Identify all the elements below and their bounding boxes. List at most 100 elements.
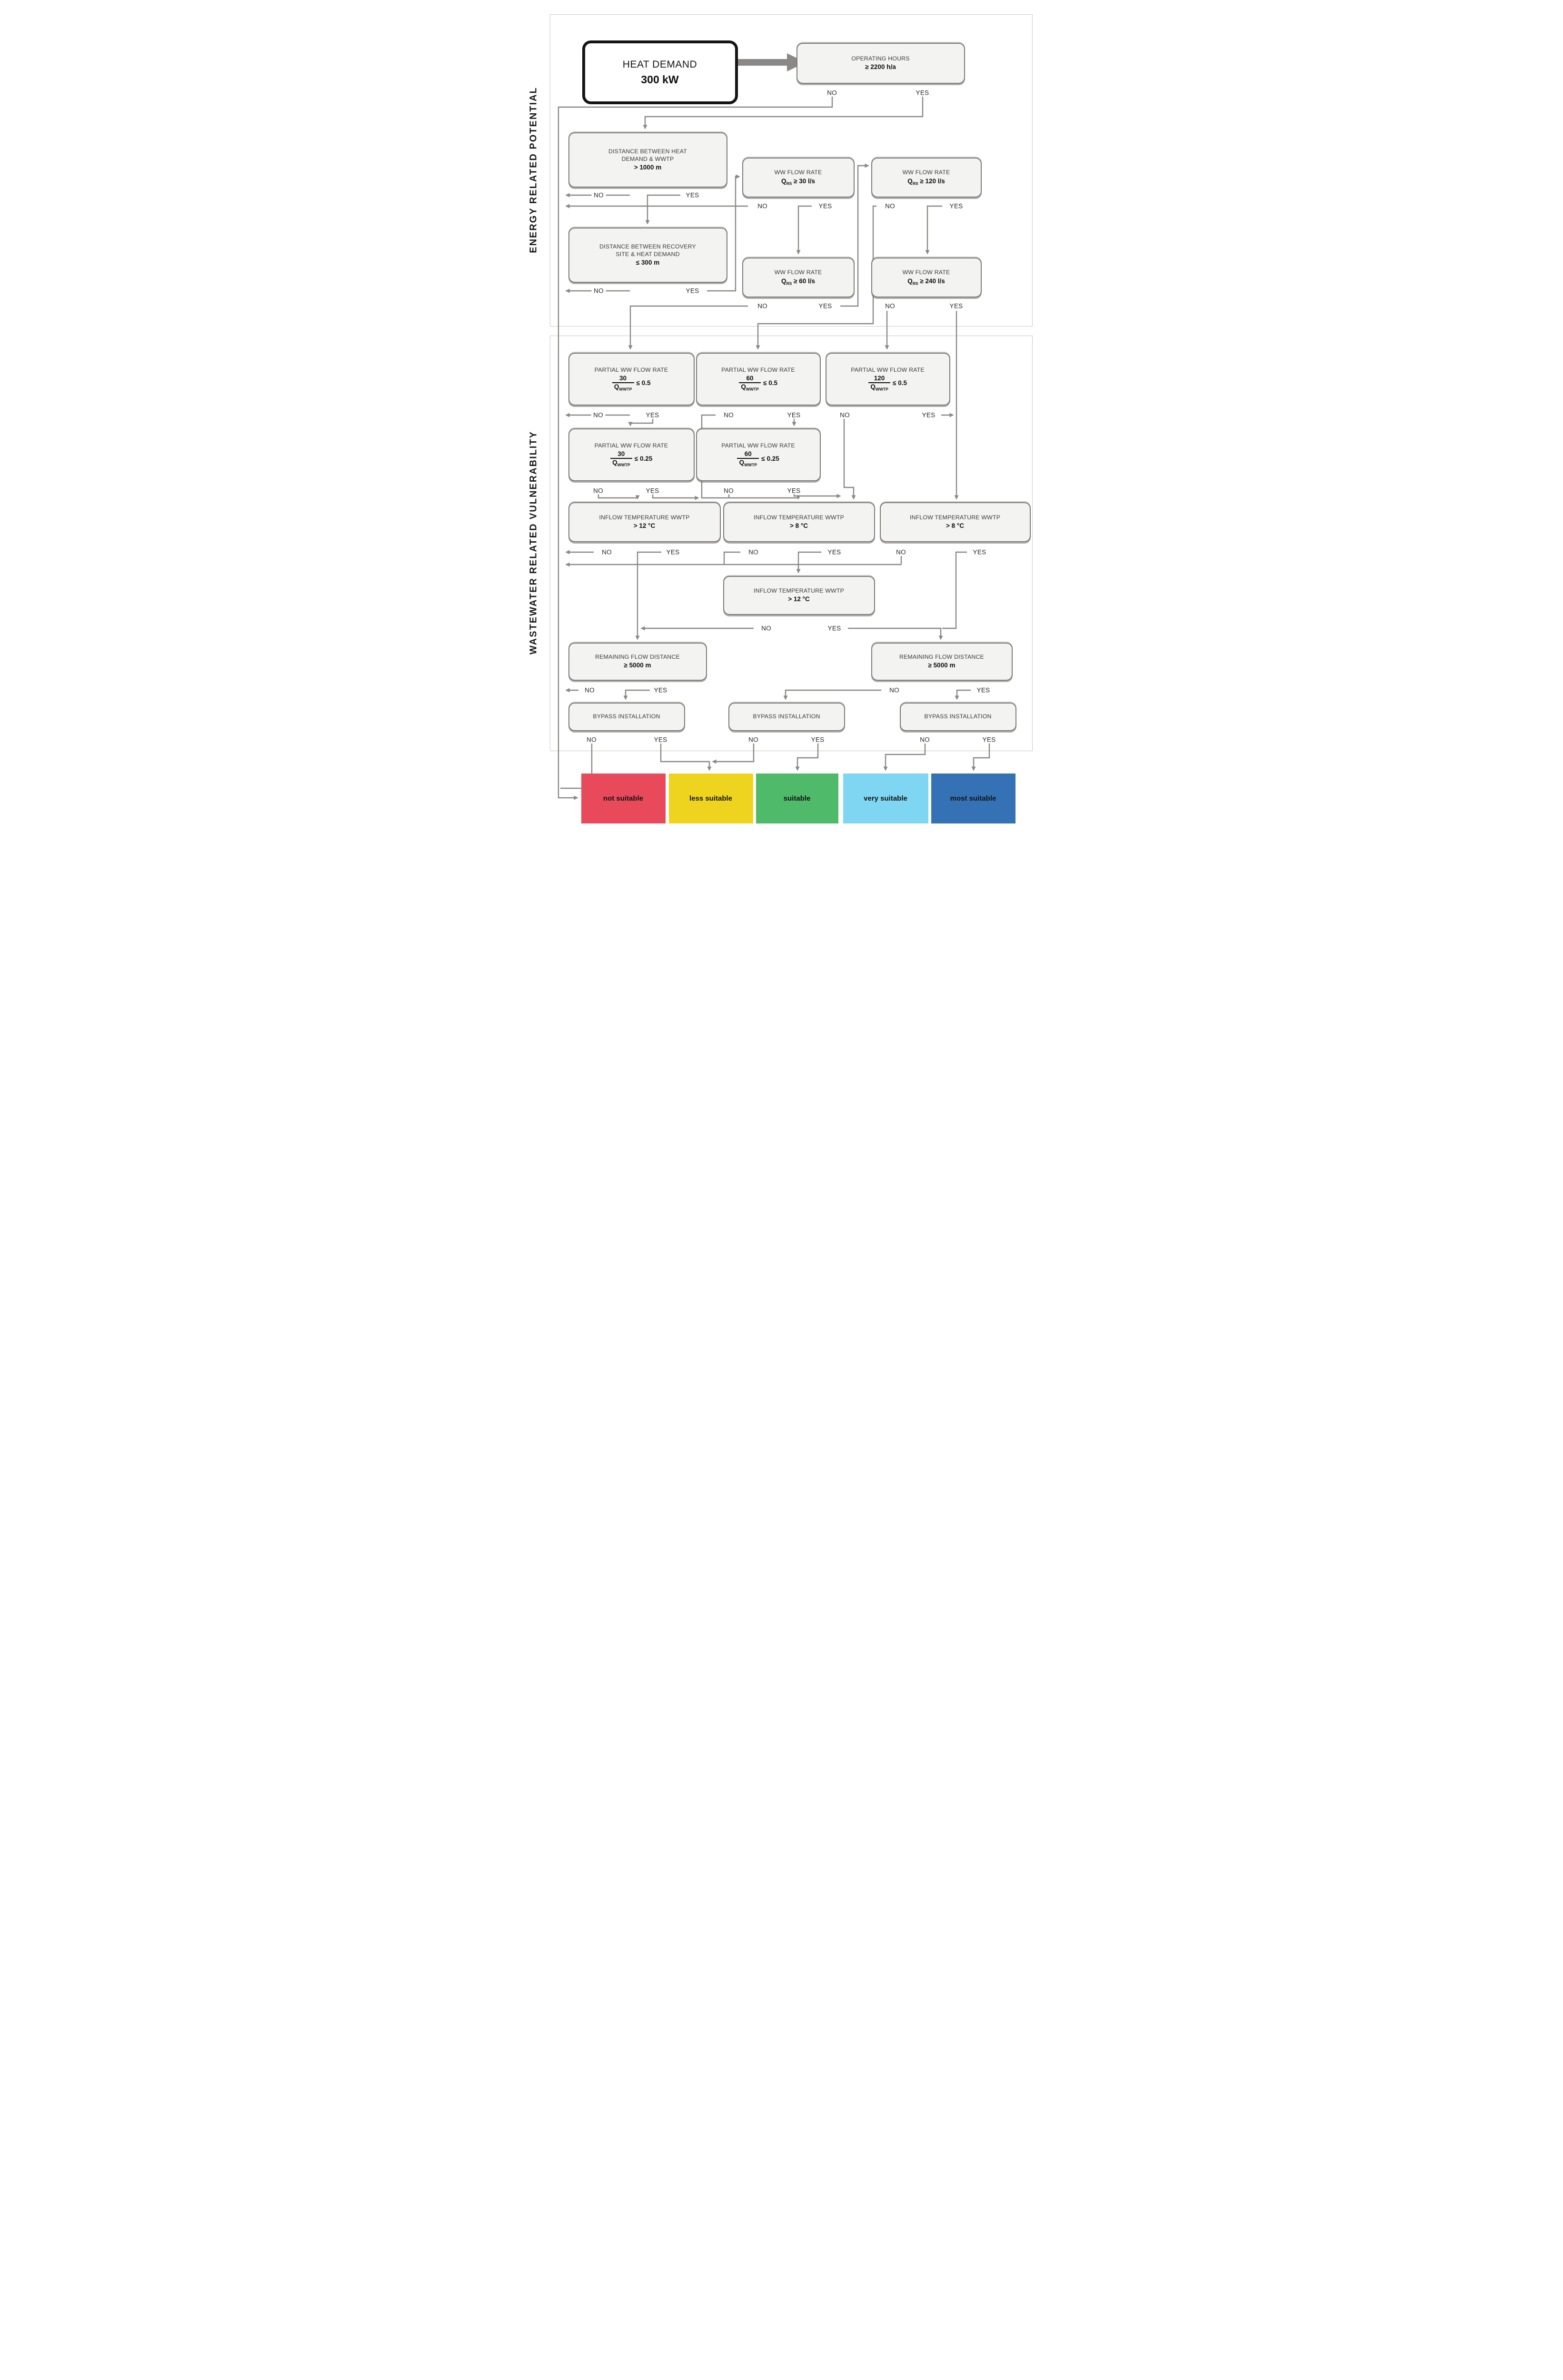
- yes-label-ww240: YES: [947, 302, 966, 310]
- result-most-suitable: most suitable: [931, 774, 1015, 823]
- yes-label-remaining-left: YES: [651, 686, 670, 694]
- no-label-operating-hours: NO: [825, 89, 839, 97]
- heat-demand-title: HEAT DEMAND: [622, 59, 697, 70]
- no-label-partial30: NO: [591, 411, 606, 419]
- ww-flow-240-box: WW FLOW RATE QRS ≥ 240 l/s: [871, 258, 982, 298]
- no-label-ww30: NO: [755, 202, 770, 210]
- yes-label-partial120: YES: [919, 411, 938, 419]
- yes-label-partial60-025: YES: [785, 487, 803, 495]
- ww-flow-30-title: WW FLOW RATE: [774, 169, 822, 176]
- partial-30-025-title: PARTIAL WW FLOW RATE: [594, 442, 668, 449]
- distance-recovery-box: DISTANCE BETWEEN RECOVERY SITE & HEAT DE…: [568, 228, 727, 283]
- inflow-temp-8-mid-value: > 8 °C: [789, 522, 808, 530]
- ww-flow-60-title: WW FLOW RATE: [774, 269, 822, 276]
- ww-flow-240-value: QRS ≥ 240 l/s: [907, 277, 945, 286]
- no-label-inflow12-left: NO: [599, 548, 614, 556]
- no-label-distance-recovery: NO: [591, 287, 606, 295]
- remaining-distance-left-box: REMAINING FLOW DISTANCE ≥ 5000 m: [568, 643, 707, 681]
- result-less-suitable: less suitable: [668, 774, 753, 823]
- no-label-bypass-left: NO: [584, 736, 599, 744]
- ww-flow-60-value: QRS ≥ 60 l/s: [781, 277, 816, 286]
- ww-flow-60-box: WW FLOW RATE QRS ≥ 60 l/s: [742, 258, 855, 298]
- no-label-bypass-mid: NO: [746, 736, 761, 744]
- remaining-distance-right-value: ≥ 5000 m: [928, 662, 956, 669]
- bypass-mid-box: BYPASS INSTALLATION: [728, 703, 845, 731]
- yes-label-inflow8-mid: YES: [825, 548, 844, 556]
- yes-label-distance-recovery: YES: [683, 287, 702, 295]
- inflow-temp-12-left-title: INFLOW TEMPERATURE WWTP: [599, 514, 690, 521]
- inflow-temp-8-mid-box: INFLOW TEMPERATURE WWTP > 8 °C: [723, 502, 875, 542]
- no-label-inflow8-right: NO: [894, 548, 908, 556]
- distance-recovery-line1: DISTANCE BETWEEN RECOVERY: [599, 243, 696, 250]
- partial-60-025-title: PARTIAL WW FLOW RATE: [721, 442, 795, 449]
- distance-wwtp-line2: DEMAND & WWTP: [621, 155, 674, 162]
- no-label-inflow12-mid: NO: [759, 625, 774, 632]
- result-not-suitable: not suitable: [581, 774, 666, 823]
- result-suitable: suitable: [756, 774, 838, 823]
- inflow-temp-12-mid-title: INFLOW TEMPERATURE WWTP: [754, 587, 844, 594]
- no-label-ww60: NO: [755, 302, 770, 310]
- partial-30-title: PARTIAL WW FLOW RATE: [594, 367, 668, 374]
- yes-label-ww30: YES: [816, 202, 835, 210]
- bypass-left-label: BYPASS INSTALLATION: [593, 713, 660, 720]
- operating-hours-title: OPERATING HOURS: [851, 55, 910, 62]
- bypass-right-label: BYPASS INSTALLATION: [924, 713, 992, 720]
- section-energy-label: ENERGY RELATED POTENTIAL: [528, 87, 538, 253]
- partial-120-title: PARTIAL WW FLOW RATE: [851, 367, 925, 374]
- inflow-temp-8-right-title: INFLOW TEMPERATURE WWTP: [910, 514, 1000, 521]
- yes-label-partial30-025: YES: [643, 487, 662, 495]
- no-label-partial60: NO: [721, 411, 736, 419]
- distance-wwtp-line1: DISTANCE BETWEEN HEAT: [608, 148, 687, 155]
- inflow-temp-8-right-value: > 8 °C: [946, 522, 965, 530]
- yes-label-partial60: YES: [785, 411, 803, 419]
- ww-flow-120-box: WW FLOW RATE QRS ≥ 120 l/s: [871, 158, 982, 198]
- no-label-distance-wwtp: NO: [591, 191, 606, 199]
- inflow-temp-8-mid-title: INFLOW TEMPERATURE WWTP: [754, 514, 844, 521]
- inflow-temp-12-left-value: > 12 °C: [633, 522, 656, 530]
- distance-recovery-value: ≤ 300 m: [636, 258, 660, 266]
- yes-label-partial30: YES: [643, 411, 662, 419]
- yes-label-inflow12-mid: YES: [825, 625, 844, 632]
- yes-label-operating-hours: YES: [913, 89, 932, 97]
- yes-label-bypass-mid: YES: [808, 736, 827, 744]
- ww-flow-240-title: WW FLOW RATE: [902, 269, 950, 276]
- result-very-suitable: very suitable: [843, 774, 928, 823]
- yes-label-bypass-right: YES: [980, 736, 998, 744]
- yes-label-inflow8-right: YES: [970, 548, 989, 556]
- inflow-temp-12-mid-value: > 12 °C: [788, 595, 810, 603]
- operating-hours-box: OPERATING HOURS ≥ 2200 h/a: [796, 43, 965, 84]
- operating-hours-value: ≥ 2200 h/a: [865, 63, 896, 71]
- no-label-remaining-right: NO: [887, 686, 902, 694]
- yes-label-distance-wwtp: YES: [683, 191, 702, 199]
- heat-demand-value: 300 kW: [641, 73, 679, 86]
- yes-label-ww60: YES: [816, 302, 835, 310]
- bypass-right-box: BYPASS INSTALLATION: [899, 703, 1016, 731]
- no-label-partial120: NO: [837, 411, 852, 419]
- remaining-distance-left-value: ≥ 5000 m: [624, 662, 651, 669]
- no-label-ww240: NO: [883, 302, 897, 310]
- heat-demand-box: HEAT DEMAND 300 kW: [582, 40, 738, 104]
- yes-label-inflow12-left: YES: [664, 548, 682, 556]
- no-label-ww120: NO: [883, 202, 897, 210]
- ww-flow-30-value: QRS ≥ 30 l/s: [781, 177, 816, 186]
- ww-flow-120-value: QRS ≥ 120 l/s: [907, 177, 945, 186]
- inflow-temp-12-left-box: INFLOW TEMPERATURE WWTP > 12 °C: [568, 502, 721, 542]
- no-label-partial60-025: NO: [721, 487, 736, 495]
- distance-wwtp-value: > 1000 m: [634, 163, 662, 171]
- partial-60-title: PARTIAL WW FLOW RATE: [721, 367, 795, 374]
- bypass-left-box: BYPASS INSTALLATION: [568, 703, 685, 731]
- no-label-remaining-left: NO: [582, 686, 597, 694]
- distance-recovery-line2: SITE & HEAT DEMAND: [616, 250, 680, 258]
- ww-flow-30-box: WW FLOW RATE QRS ≥ 30 l/s: [742, 158, 855, 198]
- remaining-distance-right-title: REMAINING FLOW DISTANCE: [899, 653, 984, 660]
- remaining-distance-right-box: REMAINING FLOW DISTANCE ≥ 5000 m: [871, 643, 1013, 681]
- inflow-temp-12-mid-box: INFLOW TEMPERATURE WWTP > 12 °C: [723, 576, 875, 615]
- bypass-mid-label: BYPASS INSTALLATION: [753, 713, 820, 720]
- flowchart-canvas: ENERGY RELATED POTENTIAL WASTEWATER RELA…: [520, 0, 1043, 829]
- remaining-distance-left-title: REMAINING FLOW DISTANCE: [595, 653, 680, 660]
